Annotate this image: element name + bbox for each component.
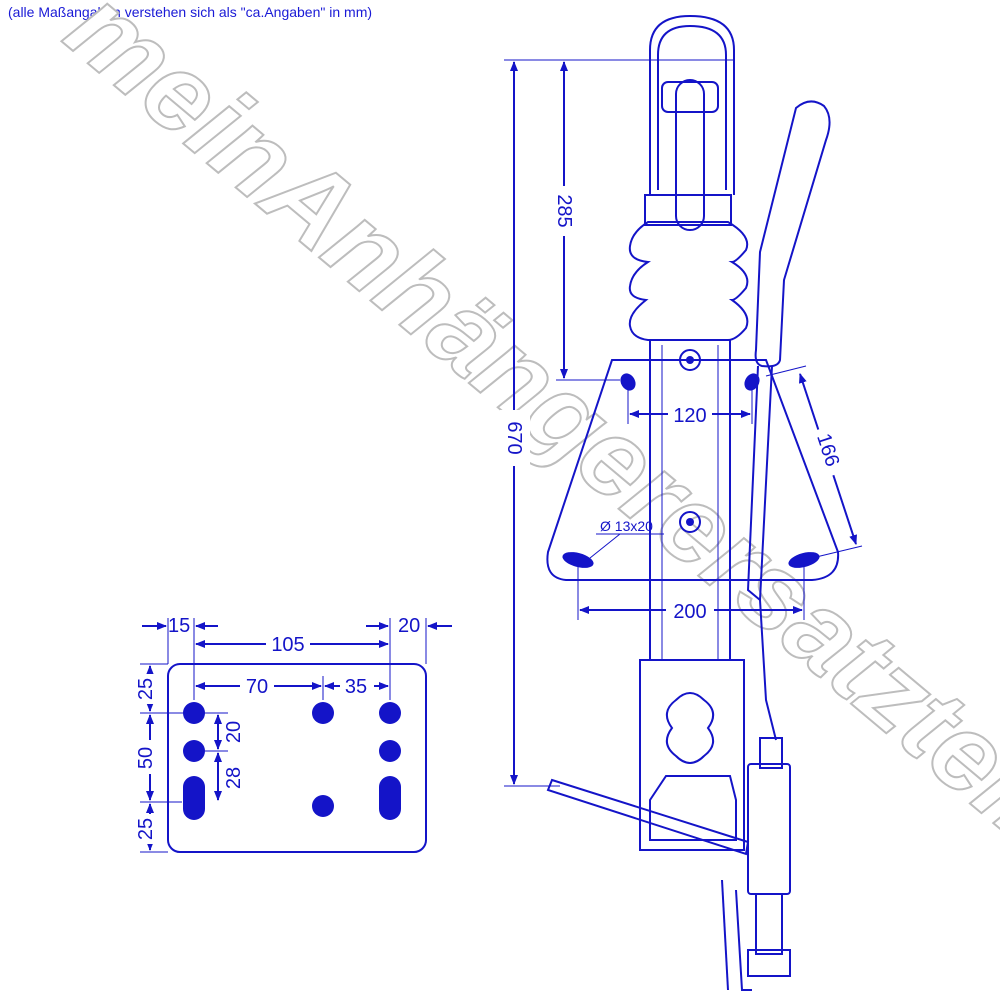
plate-slot (183, 776, 205, 820)
dimension-166: 166 (765, 365, 863, 559)
dim-120-label: 120 (673, 405, 706, 427)
tube-bolt-middle (679, 511, 701, 533)
bracket-lower (735, 889, 752, 991)
plate-dim-20-vertical: 20 (223, 721, 245, 743)
plate-hole (312, 795, 334, 817)
quatrefoil-cutout (665, 692, 715, 764)
eye-ring (649, 14, 735, 195)
plate-hole (183, 740, 205, 762)
lower-housing (639, 659, 745, 851)
lever-rod (746, 365, 773, 603)
mounting-flange (546, 359, 840, 581)
rod-down (759, 599, 777, 741)
handle-lever (754, 100, 831, 368)
plate-dim-25-top: 25 (135, 678, 157, 700)
slot-size-label: Ø 13x20 (600, 518, 653, 534)
dimension-200: 200 (577, 566, 805, 623)
plate-dim-50: 50 (135, 747, 157, 769)
bellows-top-cap (644, 194, 732, 226)
plate-dim-25-bottom: 25 (135, 818, 157, 840)
clevis-bottom (747, 949, 791, 977)
dimension-670: 670 (500, 59, 600, 787)
plate-dim-28: 28 (223, 767, 245, 789)
damper-rod (755, 893, 783, 955)
plate-hole (379, 740, 401, 762)
dimension-120: 120 (627, 388, 753, 427)
plate-hole (312, 702, 334, 724)
dimension-285: 285 (550, 61, 620, 381)
plate-dim-15: 15 (168, 615, 190, 637)
plate-dim-35: 35 (345, 676, 367, 698)
dim-285-label: 285 (553, 194, 575, 227)
dimension-slot: Ø 13x20 (589, 518, 664, 559)
dim-670-label: 670 (503, 421, 525, 454)
eye-ring-inner (657, 24, 727, 190)
eye-clamp (661, 81, 719, 113)
plate-hole (379, 702, 401, 724)
coupling-assembly (546, 14, 840, 991)
plate-dim-105: 105 (271, 634, 304, 656)
mounting-plate-view: 15 105 20 70 35 25 50 25 20 (134, 615, 452, 853)
clevis-top (759, 737, 783, 769)
bellows (628, 221, 749, 341)
plate-dim-20: 20 (398, 615, 420, 637)
measurement-note: (alle Maßangaben verstehen sich als "ca.… (8, 4, 373, 20)
plate-dim-70: 70 (246, 676, 268, 698)
dim-200-label: 200 (673, 601, 706, 623)
support-strut (546, 778, 750, 856)
eye-shaft (675, 79, 705, 231)
mounting-plate (167, 663, 427, 853)
damper-cylinder (747, 763, 791, 895)
lower-housing-window (649, 775, 737, 841)
plate-slot (379, 776, 401, 820)
